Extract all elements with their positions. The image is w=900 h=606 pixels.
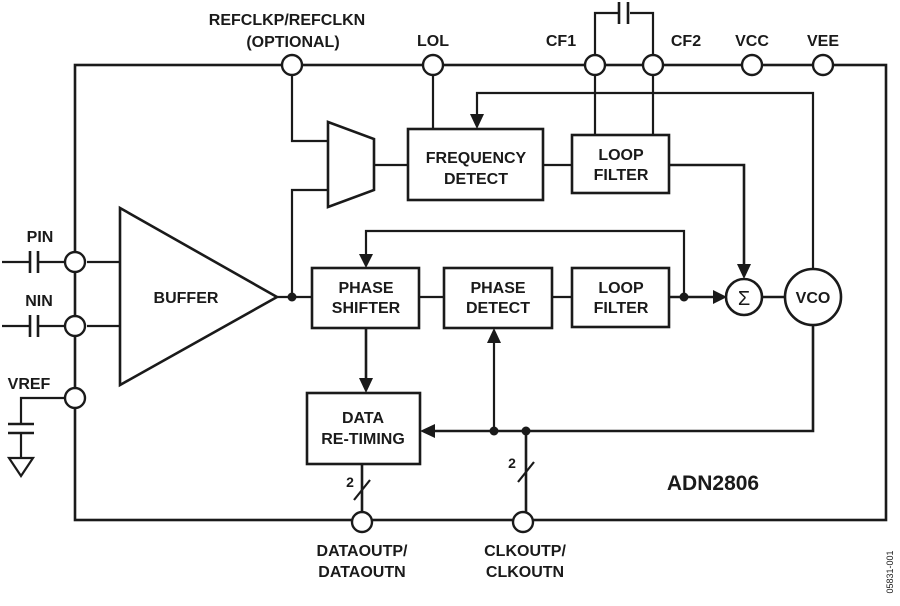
pin-vref: [63, 386, 87, 410]
pin-dataout: [350, 510, 374, 534]
label-clkout-2: CLKOUTN: [486, 564, 564, 581]
data-retiming-block: [305, 391, 422, 466]
bus-slash-clkout: [517, 461, 535, 483]
chip-part-number: ADN2806: [667, 472, 759, 495]
pin-input-capacitor: [2, 251, 64, 273]
label-cf1: CF1: [546, 33, 576, 50]
label-refclk: REFCLKP/REFCLKN: [209, 12, 365, 29]
arrow-into-ps: [359, 254, 373, 268]
arrow-into-fd: [470, 114, 484, 129]
phase-shifter-block: [310, 266, 421, 330]
label-vee: VEE: [807, 33, 839, 50]
vref-decoupling-capacitor: [8, 396, 64, 457]
wire-vco-fd-feedback: [475, 91, 815, 269]
label-vcc: VCC: [735, 33, 769, 50]
arrow-into-sigma-top: [737, 264, 751, 279]
pin-vcc: [740, 53, 764, 77]
vco-block: [783, 267, 843, 327]
junction-buffer-out: [287, 292, 297, 302]
wire-lf-sigma: [669, 163, 746, 268]
pin-clkout: [511, 510, 535, 534]
frequency-detect-block: [406, 127, 545, 202]
label-cf2: CF2: [671, 33, 701, 50]
pin-lol: [421, 53, 445, 77]
label-nin: NIN: [25, 293, 53, 310]
label-pin: PIN: [27, 229, 54, 246]
label-dataout-2: DATAOUTN: [318, 564, 405, 581]
label-clkout-1: CLKOUTP/: [484, 543, 566, 560]
arrow-into-sigma-left: [713, 290, 727, 304]
summing-junction-symbol: Σ: [738, 288, 750, 310]
wire-lf2-ps-feedback: [364, 229, 686, 297]
figure-id: 05831-001: [885, 550, 895, 593]
bus-width-clkout: 2: [508, 455, 516, 471]
summing-junction: [724, 277, 764, 317]
phase-shifter-label-2: SHIFTER: [332, 300, 401, 317]
label-dataout-1: DATAOUTP/: [317, 543, 409, 560]
loop-filter-top-label-2: FILTER: [594, 167, 649, 184]
loop-filter-bottom-block: [570, 266, 671, 329]
pin-cf1: [583, 53, 607, 77]
loop-filter-top-label-1: LOOP: [598, 147, 644, 164]
pin-pin: [63, 250, 87, 274]
nin-input-capacitor: [2, 315, 64, 337]
loop-filter-bottom-label-1: LOOP: [598, 280, 644, 297]
pin-refclk: [280, 53, 304, 77]
label-lol: LOL: [417, 33, 449, 50]
loop-filter-top-block: [570, 133, 671, 195]
ground-icon: [6, 456, 36, 478]
loop-filter-bottom-label-2: FILTER: [594, 300, 649, 317]
label-vref: VREF: [8, 376, 51, 393]
arrow-into-dr: [359, 378, 373, 393]
phase-detect-block: [442, 266, 554, 330]
frequency-detect-label-1: FREQUENCY: [426, 150, 527, 167]
phase-detect-label-1: PHASE: [470, 280, 525, 297]
bus-slash-dataout: [353, 479, 371, 501]
buffer-amplifier: [118, 205, 280, 388]
phase-detect-label-2: DETECT: [466, 300, 530, 317]
frequency-detect-label-2: DETECT: [444, 171, 508, 188]
pin-vee: [811, 53, 835, 77]
reference-mux: [326, 120, 376, 209]
buffer-label: BUFFER: [154, 290, 219, 307]
wire-vco-clock: [432, 325, 815, 433]
pin-nin: [63, 314, 87, 338]
wire-refclk-mux: [290, 65, 328, 143]
wire-buffer-mux: [290, 188, 328, 297]
chip-boundary: [73, 63, 888, 522]
phase-shifter-label-1: PHASE: [338, 280, 393, 297]
arrow-into-pd: [487, 328, 501, 343]
label-refclk-optional: (OPTIONAL): [246, 34, 339, 51]
external-loop-capacitor: [593, 2, 655, 65]
pin-cf2: [641, 53, 665, 77]
data-retiming-label-1: DATA: [342, 410, 385, 427]
bus-width-dataout: 2: [346, 474, 354, 490]
arrow-into-dr-clock: [420, 424, 435, 438]
data-retiming-label-2: RE-TIMING: [321, 431, 405, 448]
vco-label: VCO: [796, 290, 831, 307]
